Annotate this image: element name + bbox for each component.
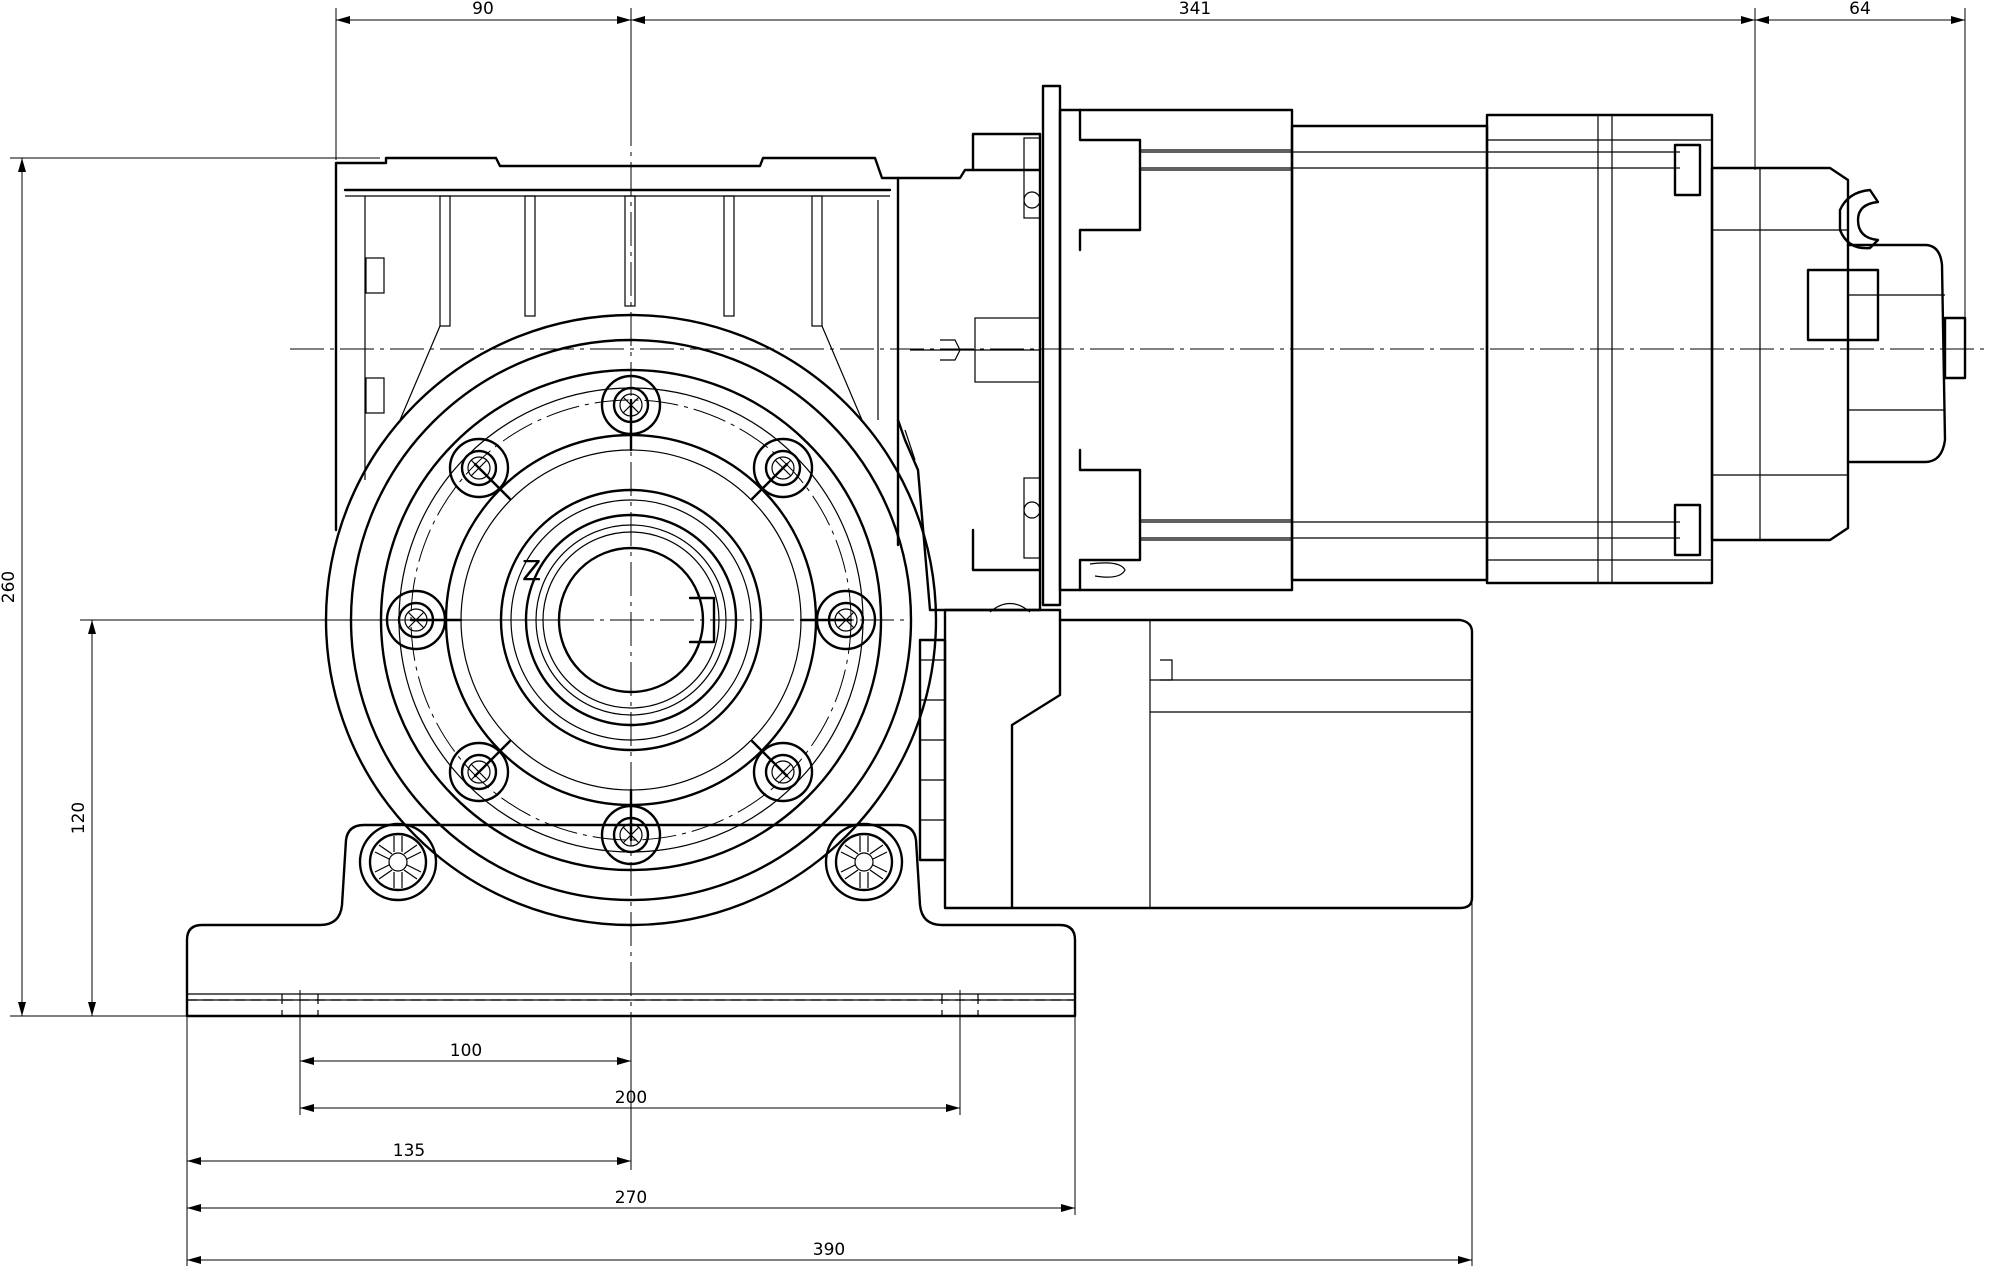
dim-341: 341: [1179, 0, 1211, 19]
flange-bolts: [385, 374, 877, 866]
foot-bolts: [358, 822, 904, 902]
dim-260: 260: [0, 571, 19, 603]
dim-135: 135: [393, 1141, 425, 1161]
terminal-box: [918, 602, 1474, 910]
dim-100: 100: [450, 1041, 482, 1061]
dim-120: 120: [69, 802, 89, 834]
motor-body: [1140, 113, 1967, 585]
output-flange: [324, 313, 938, 927]
dim-270: 270: [615, 1188, 647, 1208]
dimension-texts: 90 341 64 260 120 100 200 135 270 390: [0, 0, 1871, 1260]
gearbox-housing: [334, 156, 1042, 612]
dim-64: 64: [1849, 0, 1871, 19]
dim-90: 90: [472, 0, 494, 19]
center-lines: [290, 12, 1985, 1016]
dim-200: 200: [615, 1088, 647, 1108]
motor-flange: [940, 84, 1294, 607]
dimension-lines: [10, 8, 1966, 1266]
dim-390: 390: [813, 1240, 845, 1260]
base-plate: [185, 823, 1077, 1018]
rotation-mark-label: Z: [522, 554, 541, 587]
